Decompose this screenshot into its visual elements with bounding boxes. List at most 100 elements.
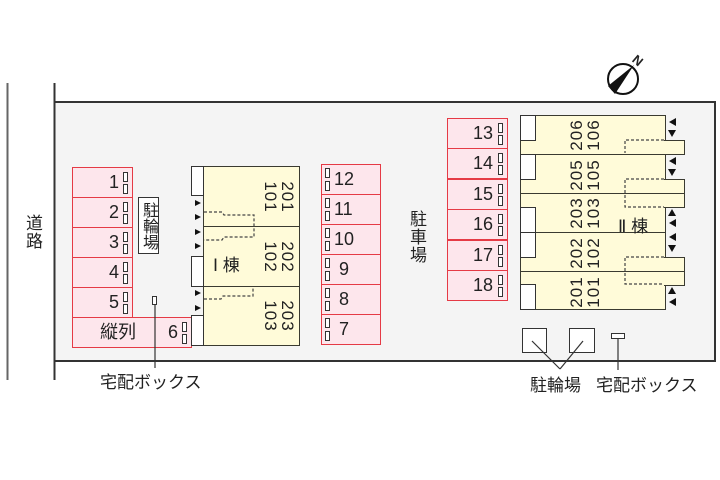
building-2-balcony-bump <box>664 271 685 286</box>
wheel-stop <box>123 184 128 194</box>
parking-space-12: 12 <box>321 164 381 195</box>
wheel-stop <box>498 287 503 297</box>
parking-number: 15 <box>472 184 493 204</box>
wheel-stop <box>498 275 503 285</box>
parking-space-8: 8 <box>321 284 381 315</box>
parking-number: 2 <box>108 202 119 222</box>
parking-space-14: 14 <box>447 148 508 179</box>
wheel-stop <box>498 135 503 145</box>
room-number-lower: 101 <box>261 181 280 213</box>
entrance-arrow-icon <box>195 305 201 311</box>
building-1-unit-label: 201 101 <box>260 167 297 227</box>
compass-icon <box>607 63 639 95</box>
parking-space-6-tandem: 縦列 6 <box>72 317 192 348</box>
building-1-entry-notch <box>191 166 204 196</box>
room-number-upper: 203 <box>278 300 297 332</box>
wheel-stop <box>325 331 330 341</box>
room-number-upper: 202 <box>278 241 297 273</box>
entrance-arrow-icon <box>195 200 201 206</box>
parking-number: 17 <box>472 245 493 265</box>
building-2-unit-205-105 <box>520 154 666 194</box>
building-2-unit-label: 201 101 <box>567 262 604 322</box>
leader-lines <box>154 305 619 370</box>
building-1-entry-notch <box>191 315 204 346</box>
wheel-stop <box>182 334 187 344</box>
room-number-upper: 201 <box>278 181 297 213</box>
parking-space-9: 9 <box>321 254 381 285</box>
delivery-box-left <box>152 296 157 305</box>
wheel-stop <box>123 214 128 224</box>
parking-number: 7 <box>339 319 350 339</box>
wheel-stop <box>325 241 330 251</box>
parking-number: 11 <box>334 199 353 219</box>
wheel-stop <box>498 257 503 267</box>
wheel-stop <box>325 198 330 208</box>
building-1-entry-notch <box>191 256 204 287</box>
entrance-arrow-icon <box>669 118 676 126</box>
parking-space-2: 2 <box>72 197 133 228</box>
bicycle-parking-right-2 <box>569 328 595 353</box>
wheel-stop <box>325 228 330 238</box>
building-2-balcony-bump <box>664 140 685 155</box>
room-number-lower: 103 <box>261 300 280 332</box>
wheel-stop <box>498 165 503 175</box>
wheel-stop <box>325 168 330 178</box>
building-2-entry-notch <box>520 154 536 180</box>
wheel-stop <box>123 232 128 242</box>
entrance-arrow-icon <box>668 245 676 252</box>
building-2-label: Ⅱ 棟 <box>618 217 649 236</box>
parking-space-18: 18 <box>447 270 508 301</box>
wheel-stop <box>498 214 503 224</box>
parking-space-7: 7 <box>321 314 381 345</box>
road-label: 道路 <box>23 214 42 250</box>
parking-number: 6 <box>167 322 178 342</box>
wheel-stop <box>325 288 330 298</box>
entrance-arrow-icon <box>195 214 201 220</box>
bicycle-parking-right-1 <box>522 328 547 353</box>
parking-number: 12 <box>334 169 355 189</box>
delivery-box-right <box>611 333 625 339</box>
parking-space-1: 1 <box>72 167 133 198</box>
parking-space-3: 3 <box>72 227 133 258</box>
entrance-arrow-icon <box>195 229 201 235</box>
building-1-unit-label: 202 102 <box>260 227 297 287</box>
wheel-stop <box>325 271 330 281</box>
parking-number: 1 <box>108 172 119 192</box>
wheel-stop <box>498 123 503 133</box>
parking-number: 14 <box>472 153 493 173</box>
entrance-arrow-icon <box>195 243 201 249</box>
delivery-box-right-label: 宅配ボックス <box>596 376 698 395</box>
parking-number: 4 <box>108 262 119 282</box>
entrance-arrow-icon <box>669 233 676 241</box>
wheel-stop <box>325 301 330 311</box>
parking-number: 3 <box>108 232 119 252</box>
wheel-stop <box>123 262 128 272</box>
parking-space-10: 10 <box>321 224 381 255</box>
entrance-arrow-icon <box>668 209 676 216</box>
entrance-arrow-icon <box>668 169 676 176</box>
wheel-stop <box>123 292 128 302</box>
parking-number: 18 <box>472 275 493 295</box>
wheel-stop <box>498 196 503 206</box>
entrance-arrow-icon <box>668 287 676 294</box>
parking-space-16: 16 <box>447 209 508 240</box>
parking-number: 16 <box>472 214 493 234</box>
entrance-arrow-icon <box>668 130 676 137</box>
parking-space-5: 5 <box>72 287 133 318</box>
parking-space-13: 13 <box>447 118 508 149</box>
building-1-unit-201-101 <box>203 166 300 227</box>
wheel-stop <box>325 318 330 328</box>
entrance-arrow-icon <box>669 157 676 165</box>
parking-number: 10 <box>334 229 355 249</box>
building-1-label: Ⅰ 棟 <box>213 256 240 275</box>
parking-space-4: 4 <box>72 257 133 288</box>
building-2-unit-202-102 <box>520 232 666 272</box>
wheel-stop <box>498 153 503 163</box>
wheel-stop <box>498 184 503 194</box>
parking-space-17: 17 <box>447 240 508 271</box>
parking-number: 13 <box>472 123 493 143</box>
wheel-stop <box>325 181 330 191</box>
wheel-stop <box>325 258 330 268</box>
parking-space-11: 11 <box>321 194 381 225</box>
wheel-stop <box>123 304 128 314</box>
